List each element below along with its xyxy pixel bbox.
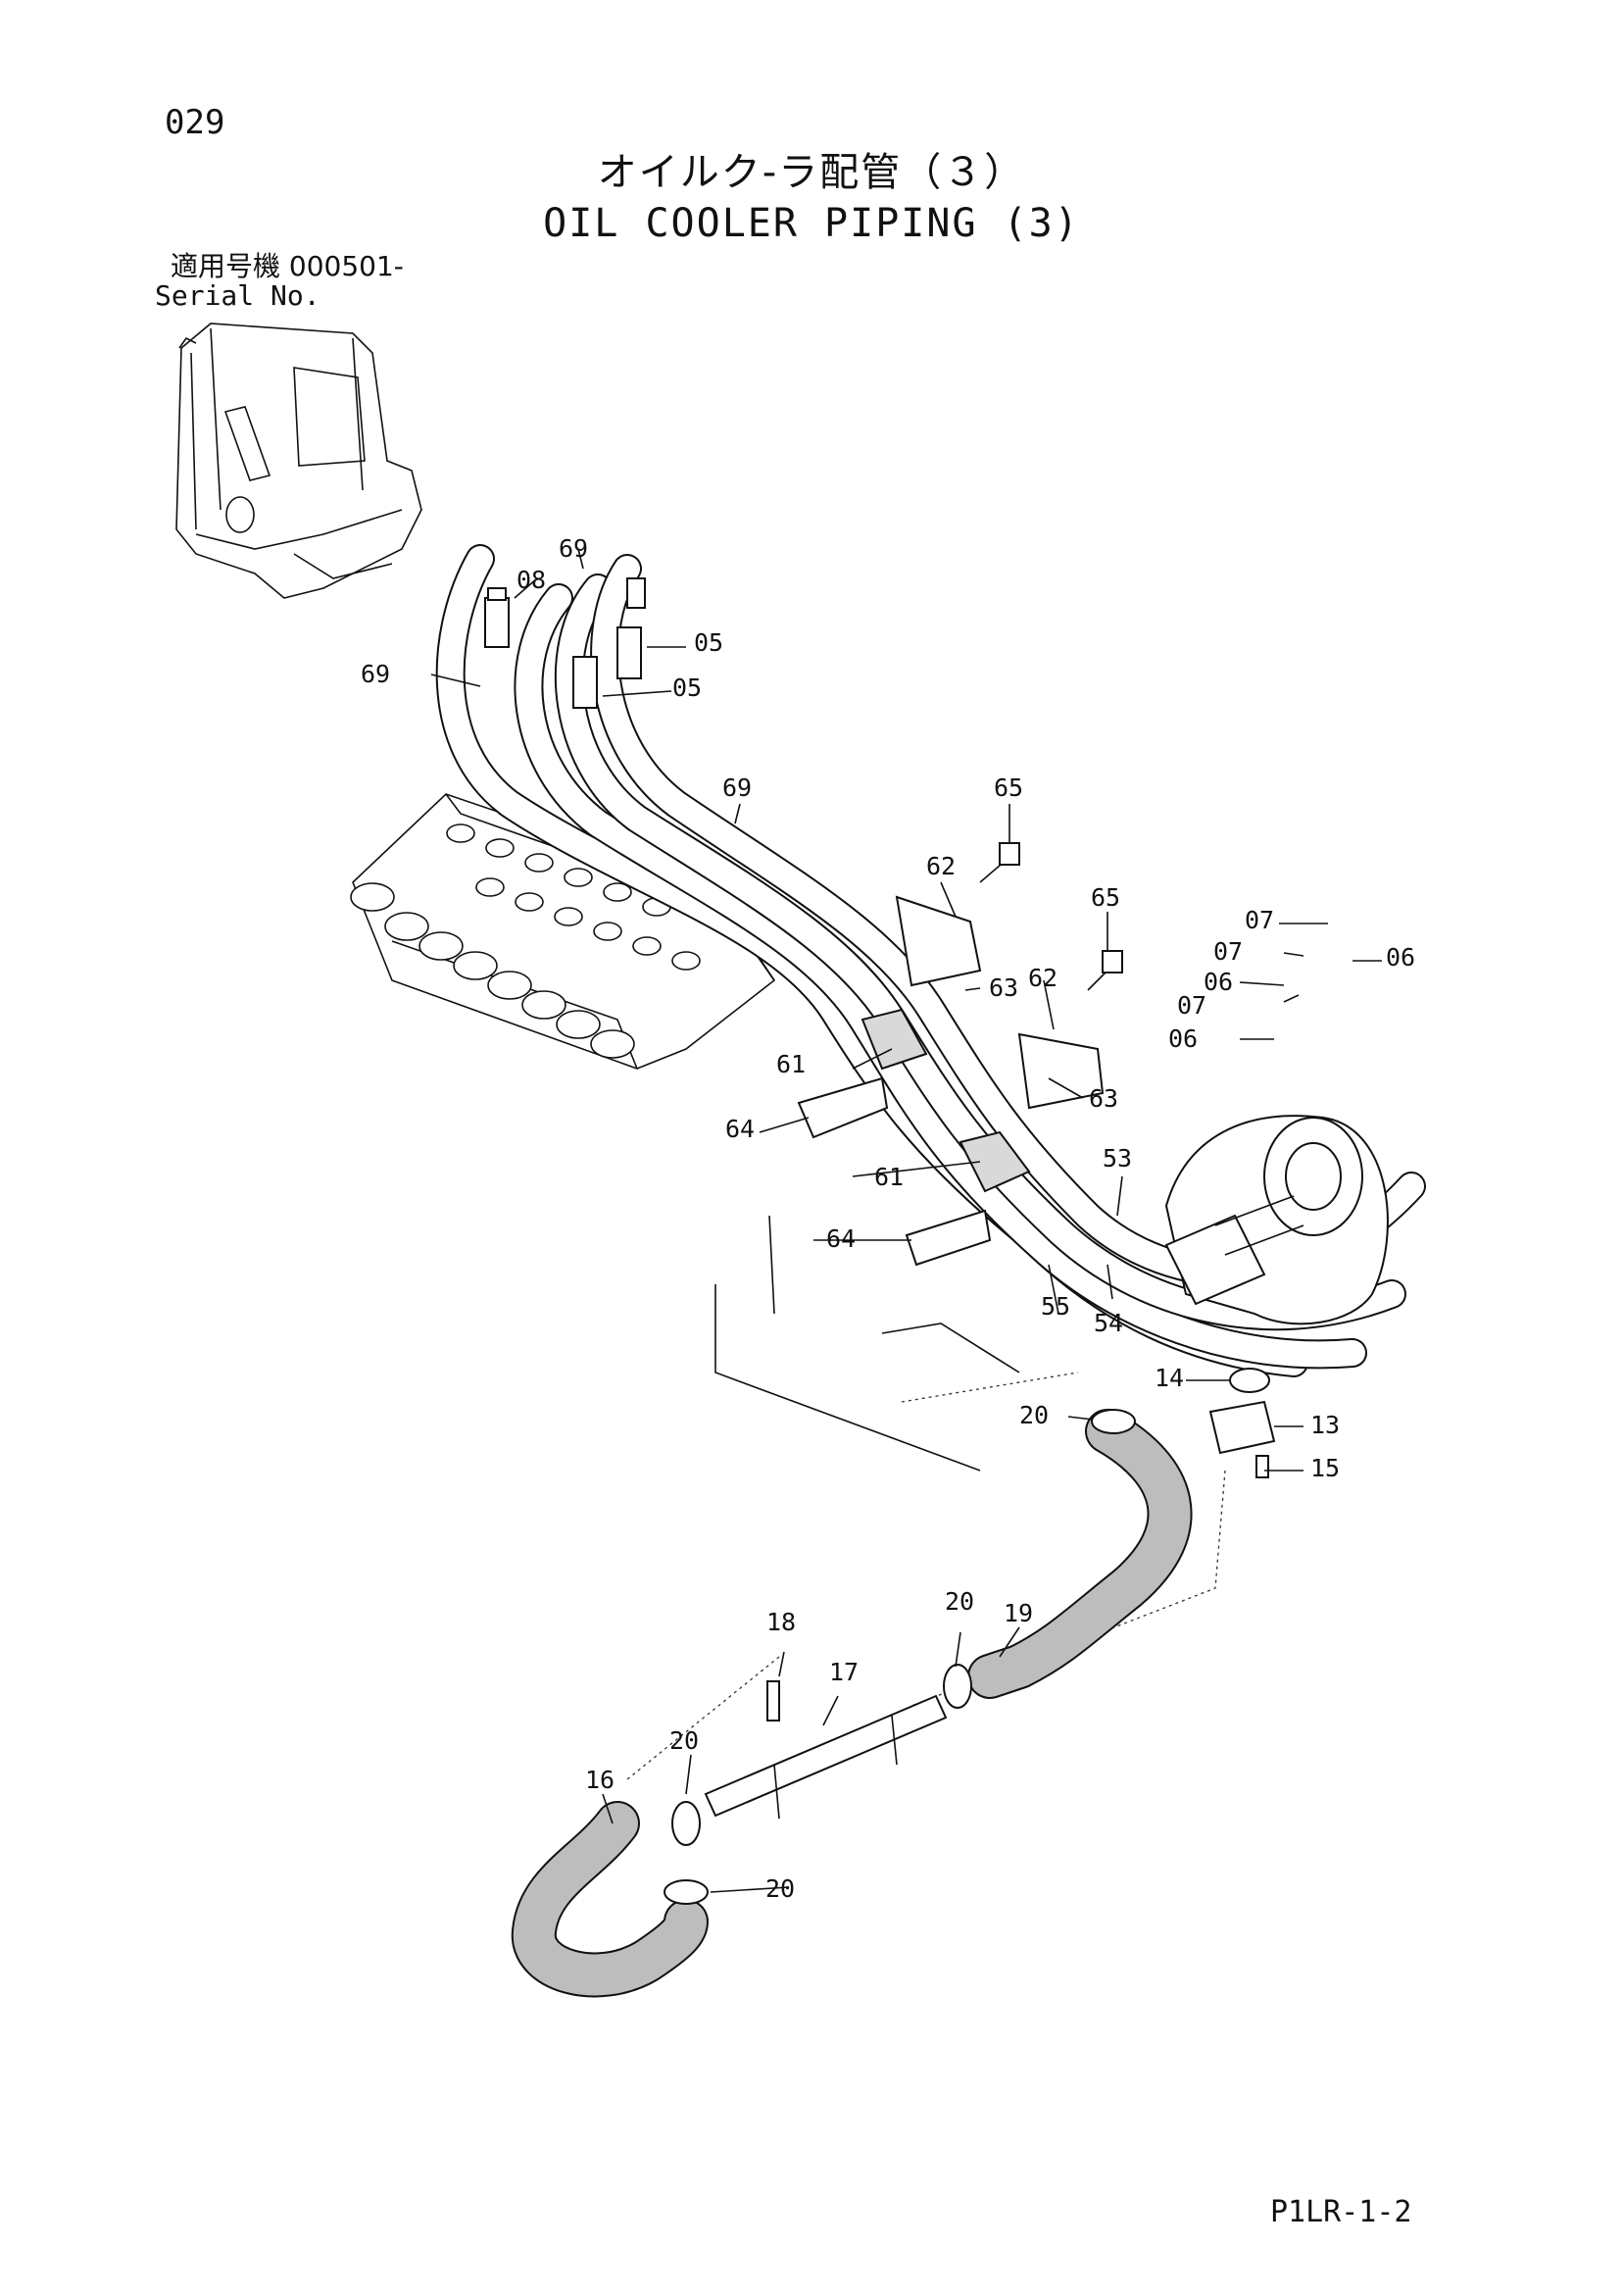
callout-62b: 62 xyxy=(1028,964,1057,992)
callout-20c: 20 xyxy=(669,1726,699,1755)
callout-69c: 69 xyxy=(722,774,752,802)
callout-13: 13 xyxy=(1310,1411,1340,1439)
callout-64a: 64 xyxy=(725,1115,755,1143)
pipe-17-icon xyxy=(704,1694,948,1820)
leader-lines xyxy=(430,548,1382,1893)
page-title-english: OIL COOLER PIPING (3) xyxy=(543,201,1080,246)
callout-06a: 06 xyxy=(1386,943,1415,972)
page-title-japanese: オイルク-ラ配管（３） xyxy=(597,150,1026,195)
excavator-icon xyxy=(175,323,422,599)
callout-08: 08 xyxy=(516,566,546,594)
callout-17: 17 xyxy=(829,1658,859,1686)
callout-63a: 63 xyxy=(989,973,1018,1002)
clamp-bracket-group xyxy=(797,842,1123,1267)
callout-06c: 06 xyxy=(1168,1024,1198,1053)
oil-cooler-pump-icon xyxy=(1164,1115,1389,1325)
callout-61a: 61 xyxy=(776,1050,806,1078)
callout-05b: 05 xyxy=(672,674,702,702)
serial-label-japanese: 適用号機 000501- xyxy=(171,250,404,282)
callout-07c: 07 xyxy=(1177,991,1206,1020)
page-number: 029 xyxy=(165,103,225,142)
callout-14: 14 xyxy=(1155,1364,1184,1392)
hose-clamp-group xyxy=(664,1368,1276,1905)
control-valve-icon xyxy=(350,793,776,1070)
callout-62a: 62 xyxy=(926,852,956,880)
callout-55: 55 xyxy=(1041,1292,1070,1321)
serial-label-english: Serial No. xyxy=(155,279,320,312)
callout-69a: 69 xyxy=(361,660,390,688)
callout-07b: 07 xyxy=(1213,937,1243,966)
callout-06b: 06 xyxy=(1204,968,1233,996)
fitting-group xyxy=(484,577,646,709)
callout-65b: 65 xyxy=(1091,883,1120,912)
callout-05a: 05 xyxy=(694,628,723,657)
callout-16: 16 xyxy=(585,1766,615,1794)
callout-15: 15 xyxy=(1310,1454,1340,1482)
callout-69b: 69 xyxy=(559,534,588,563)
callout-20d: 20 xyxy=(765,1874,795,1903)
callout-20a: 20 xyxy=(1019,1401,1049,1429)
callout-labels: 69 08 69 05 05 69 65 62 65 63 62 61 63 6… xyxy=(361,534,1415,1903)
callout-53: 53 xyxy=(1103,1144,1132,1173)
callout-65a: 65 xyxy=(994,774,1023,802)
callout-20b: 20 xyxy=(945,1587,974,1616)
drawing-code: P1LR-1-2 xyxy=(1270,2195,1412,2229)
callout-18: 18 xyxy=(766,1608,796,1636)
callout-19: 19 xyxy=(1004,1599,1033,1627)
callout-61b: 61 xyxy=(874,1163,904,1191)
callout-54: 54 xyxy=(1094,1309,1123,1337)
cooling-hose-group xyxy=(511,1409,1193,1998)
callout-07a: 07 xyxy=(1245,906,1274,934)
callout-63b: 63 xyxy=(1089,1084,1118,1113)
callout-64b: 64 xyxy=(826,1224,856,1253)
